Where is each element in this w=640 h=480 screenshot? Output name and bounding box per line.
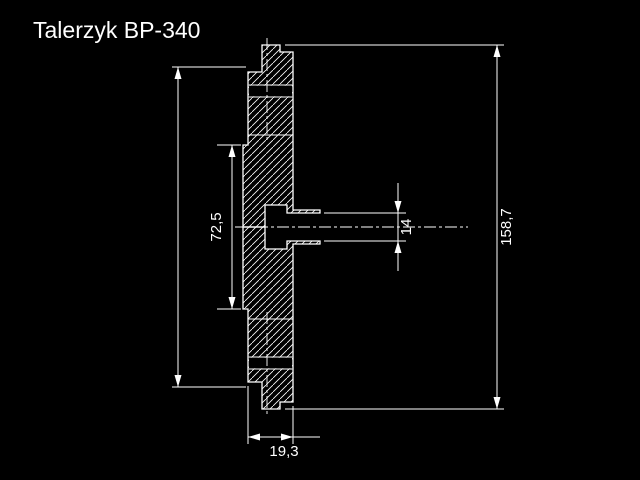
arrow-down <box>228 297 236 309</box>
centerlines <box>235 38 468 416</box>
arrow-right <box>281 433 293 441</box>
rim-hole-lower-void <box>249 357 292 369</box>
rim-hole-lower <box>248 356 293 370</box>
arrow-up <box>174 67 182 79</box>
arrow-down <box>174 375 182 387</box>
drawing-title: Talerzyk BP-340 <box>33 17 200 43</box>
dim-value-72-5: 72,5 <box>208 212 225 241</box>
rim-hole-upper <box>248 84 293 98</box>
part-cross-section <box>242 44 321 410</box>
rim-hole-upper-void <box>249 85 292 97</box>
dim-value-19-3: 19,3 <box>269 443 298 460</box>
dimension-72-5: 72,5 <box>208 144 241 310</box>
arrow-left <box>248 433 260 441</box>
dim-value-158-7: 158,7 <box>498 208 515 246</box>
arrow-up <box>228 145 236 157</box>
arrow-down <box>394 201 402 213</box>
arrow-up <box>493 45 501 57</box>
part-lower-half <box>242 226 321 410</box>
dim-value-14: 14 <box>398 219 415 236</box>
dimension-14: 14 <box>324 183 415 271</box>
arrow-up <box>394 241 402 253</box>
arrow-down <box>493 397 501 409</box>
part-upper-half <box>242 44 321 228</box>
dimension-left-outer <box>172 66 246 388</box>
dimension-19-3: 19,3 <box>247 386 320 460</box>
dimension-158-7: 158,7 <box>285 44 515 410</box>
